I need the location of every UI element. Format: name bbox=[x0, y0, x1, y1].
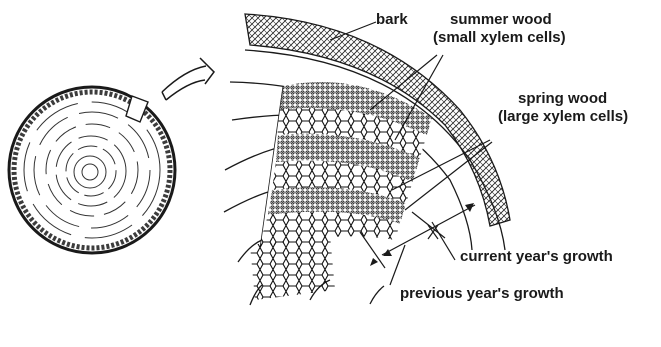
spring-wood-label: spring wood bbox=[518, 90, 607, 107]
previous-growth-label: previous year's growth bbox=[400, 285, 564, 302]
summer-wood-label: summer wood bbox=[450, 11, 552, 28]
bark-label: bark bbox=[376, 11, 408, 28]
log-cross-section bbox=[9, 87, 175, 253]
magnify-arrow bbox=[162, 58, 214, 100]
current-growth-label: current year's growth bbox=[460, 248, 613, 265]
spring-wood-sublabel: (large xylem cells) bbox=[498, 108, 628, 125]
summer-wood-sublabel: (small xylem cells) bbox=[433, 29, 566, 46]
